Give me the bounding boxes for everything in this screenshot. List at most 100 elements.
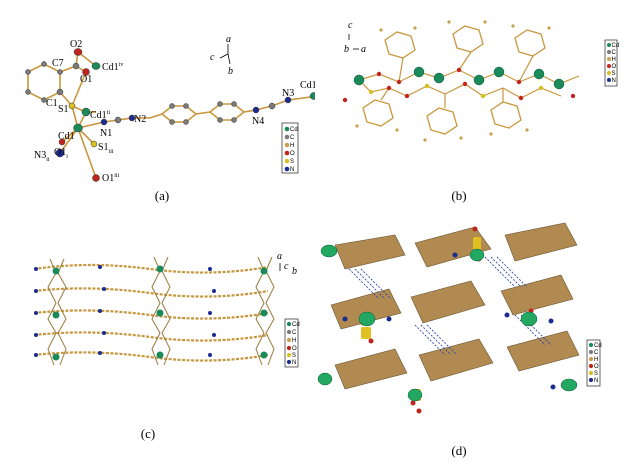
legend-o-icon [588,363,594,369]
caption-d: (d) [451,443,467,458]
legend-o: O [292,346,297,352]
panel-c-legend: Cd C H O S N [284,318,300,368]
panel-b-axes: c b a [344,20,366,55]
n-atom [208,353,212,357]
legend-o-icon [607,64,611,68]
caption-c: (c) [140,426,156,441]
atom-ring-c [57,69,63,75]
n-atom [98,265,102,269]
legend-cd-icon [284,126,290,132]
legend-h: H [292,338,296,344]
panel-d-cd-atoms [317,244,578,402]
n-atom [98,351,102,355]
legend-h-icon [588,356,594,362]
panel-b-s-atoms [368,83,544,99]
cd-atom [260,309,268,317]
n-atom [34,333,38,337]
panel-b-chain [358,51,580,108]
legend-n: N [612,78,616,84]
label-n4: N4 [252,116,264,127]
panel-c: a c b Cd C H O S N (c) [0,215,315,469]
legend-c-icon [607,50,611,54]
h-atom [355,124,359,128]
legend-h-icon [607,57,611,61]
s-atom [424,83,430,89]
panel-b-structure: c b a Cd C H O S N [342,20,619,142]
label-cd1ii: Cd1ii [90,110,110,121]
layer-5 [33,351,269,362]
legend-cd-icon [607,43,611,47]
axis-b-label: b [344,44,349,55]
cd-atom [353,74,365,86]
h-atom [547,26,551,30]
h-atom [395,128,399,132]
n-atom [34,267,38,271]
legend-s-icon [284,158,290,164]
n-atom [386,316,392,322]
label-s1iii: S1iii [98,142,114,155]
o-atom [456,67,462,73]
atom-n3ii [55,148,65,158]
cd-atom [520,311,538,327]
s-atom [361,327,371,339]
atom-ring-c [169,119,175,125]
o-atom [386,85,392,91]
legend-s-icon [607,71,611,75]
atom-s1iii [90,140,98,148]
panel-b-h-atoms [355,20,551,142]
legend-c: C [290,135,295,141]
label-o1: O1 [80,74,92,85]
n-atom [212,333,216,337]
atom-ring-c [231,101,237,107]
atom-cd1 [73,123,83,133]
cd-atom [156,351,164,359]
axis-b-label: b [228,66,233,77]
panel-a-bonds [27,51,315,179]
n-atom [102,287,106,291]
atom-o1 [82,68,90,76]
cd-atom [260,351,268,359]
legend-h: H [612,57,616,63]
legend-c-icon [588,349,594,355]
n-atom [98,309,102,313]
cd-atom [469,248,485,262]
panel-b: c b a Cd C H O S N [315,0,629,215]
atom-ring-c [25,89,31,95]
o-atom [462,81,468,87]
panel-a-atoms [25,48,315,182]
atom-cd1iv [91,62,101,70]
h-atom [525,128,529,132]
label-cd1v: Cd1v [300,80,315,91]
panel-b-legend: Cd C H O S N [604,39,619,87]
legend-n-icon [284,166,290,172]
legend-n: N [290,167,294,173]
n-atom [34,311,38,315]
o-atom [410,400,416,406]
o-atom [376,71,382,77]
atom-cd1ii [81,107,91,117]
n-atom [548,318,554,324]
cd-atom [533,68,545,80]
cd-atom [358,311,376,327]
o-atom [396,79,402,85]
panel-a-structure: O2 C7 Cd1iv O1 C1 S1 Cd1ii Cd1 N1 N2 N3i… [25,34,315,184]
legend-c: C [292,330,297,336]
cd-atom [493,66,505,78]
panel-a-legend: Cd C H O S N [281,122,299,174]
axis-a-label: a [277,251,282,262]
panel-c-layers [33,263,269,362]
cd-atom [473,74,485,86]
label-n2: N2 [134,114,146,125]
atom-ring-c [169,103,175,109]
axis-a-label: a [361,44,366,55]
n-atom [452,252,458,258]
panel-d-n-atoms [342,252,556,390]
o-atom [368,338,374,344]
label-s1: S1 [58,104,69,115]
legend-s: S [290,159,294,165]
cd-atom [52,267,60,275]
atom-ring-c [41,61,47,67]
atom-ring-c [25,69,31,75]
atom-n4 [252,106,260,114]
axis-b-label: b [292,266,297,277]
